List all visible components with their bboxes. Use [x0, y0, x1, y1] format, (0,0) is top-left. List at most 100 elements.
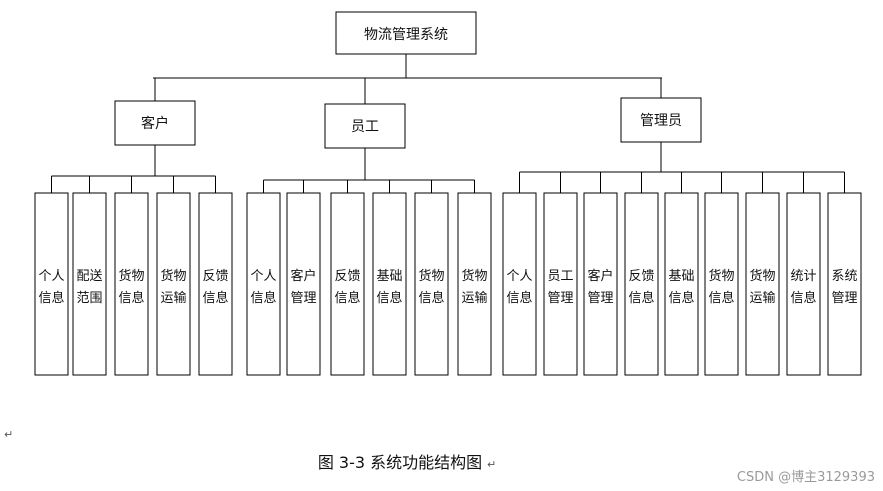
- leaf-label-line: 信息: [38, 290, 64, 306]
- leaf-label-line: 信息: [202, 290, 228, 306]
- root-node: 物流管理系统: [335, 11, 477, 55]
- watermark-text: CSDN @博主3129393: [736, 470, 875, 485]
- leaf-box: [786, 192, 821, 376]
- leaf-box: [502, 192, 537, 376]
- leaf-label-line: 管理: [290, 291, 316, 306]
- group-box: [620, 97, 702, 143]
- leaf-box: [330, 192, 365, 376]
- leaf-box: [414, 192, 449, 376]
- leaf-label-line: 信息: [668, 290, 694, 306]
- leaf-box: [543, 192, 578, 376]
- leaf-label-line: 货物: [749, 268, 775, 284]
- leaf-label-line: 信息: [118, 290, 144, 306]
- leaf-box: [457, 192, 492, 376]
- leaf-label-line: 员工: [547, 269, 573, 284]
- leaf-label-line: 货物: [708, 268, 734, 284]
- group-box: [114, 100, 196, 146]
- group-label: 客户: [141, 115, 169, 132]
- leaf-box: [624, 192, 659, 376]
- group-node: 员工: [324, 103, 406, 149]
- leaf-box: [583, 192, 618, 376]
- leaf-label-line: 个人: [250, 269, 276, 284]
- leaf-box: [745, 192, 780, 376]
- leaf-label-line: 运输: [160, 290, 186, 306]
- leaf-label-line: 信息: [334, 290, 360, 306]
- leaf-box: [286, 192, 321, 376]
- leaf-label-line: 信息: [506, 290, 532, 306]
- leaf-box: [198, 192, 233, 376]
- leaf-label-line: 反馈: [334, 269, 360, 284]
- leaf-box: [704, 192, 739, 376]
- leaf-label-line: 基础: [668, 269, 694, 284]
- leaf-box: [827, 192, 862, 376]
- leaf-label-line: 运输: [749, 290, 775, 306]
- leaf-label-line: 配送: [76, 269, 102, 284]
- leaf-label-line: 信息: [250, 290, 276, 306]
- leaf-label-line: 管理: [547, 291, 573, 306]
- group-label: 员工: [351, 119, 379, 135]
- leaf-label-line: 信息: [376, 290, 402, 306]
- leaf-box: [664, 192, 699, 376]
- paragraph-mark-left: ↵: [4, 428, 13, 441]
- leaf-box: [156, 192, 191, 376]
- leaf-nodes: 个人信息配送范围货物信息货物运输反馈信息个人信息客户管理反馈信息基础信息货物信息…: [34, 192, 862, 376]
- leaf-label-line: 统计: [790, 269, 816, 284]
- leaf-label-line: 系统: [831, 269, 857, 284]
- leaf-label-line: 货物: [160, 268, 186, 284]
- leaf-label-line: 基础: [376, 269, 402, 284]
- leaf-label-line: 货物: [418, 268, 444, 284]
- leaf-label-line: 管理: [587, 291, 613, 306]
- leaf-label-line: 客户: [290, 268, 316, 284]
- root-label: 物流管理系统: [364, 27, 448, 43]
- paragraph-mark-caption: ↵: [487, 458, 496, 471]
- group-box: [324, 103, 406, 149]
- leaf-label-line: 运输: [461, 290, 487, 306]
- leaf-box: [372, 192, 407, 376]
- leaf-label-line: 管理: [831, 291, 857, 306]
- leaf-label-line: 信息: [628, 290, 654, 306]
- root-box: [335, 11, 477, 55]
- leaf-label-line: 个人: [506, 269, 532, 284]
- leaf-label-line: 货物: [118, 268, 144, 284]
- leaf-label-line: 信息: [790, 290, 816, 306]
- group-node: 管理员: [620, 97, 702, 143]
- leaf-label-line: 货物: [461, 268, 487, 284]
- connector-lines: [51, 54, 845, 193]
- leaf-box: [72, 192, 107, 376]
- leaf-box: [34, 192, 69, 376]
- leaf-label-line: 范围: [76, 291, 102, 306]
- leaf-box: [246, 192, 281, 376]
- leaf-label-line: 个人: [38, 269, 64, 284]
- leaf-label-line: 客户: [587, 268, 613, 284]
- leaf-label-line: 反馈: [202, 269, 228, 284]
- group-label: 管理员: [640, 113, 682, 129]
- leaf-box: [114, 192, 149, 376]
- leaf-label-line: 反馈: [628, 269, 654, 284]
- leaf-label-line: 信息: [418, 290, 444, 306]
- group-node: 客户: [114, 100, 196, 146]
- figure-caption: 图 3-3 系统功能结构图: [318, 453, 482, 472]
- leaf-label-line: 信息: [708, 290, 734, 306]
- group-nodes: 客户 员工 管理员: [114, 97, 702, 149]
